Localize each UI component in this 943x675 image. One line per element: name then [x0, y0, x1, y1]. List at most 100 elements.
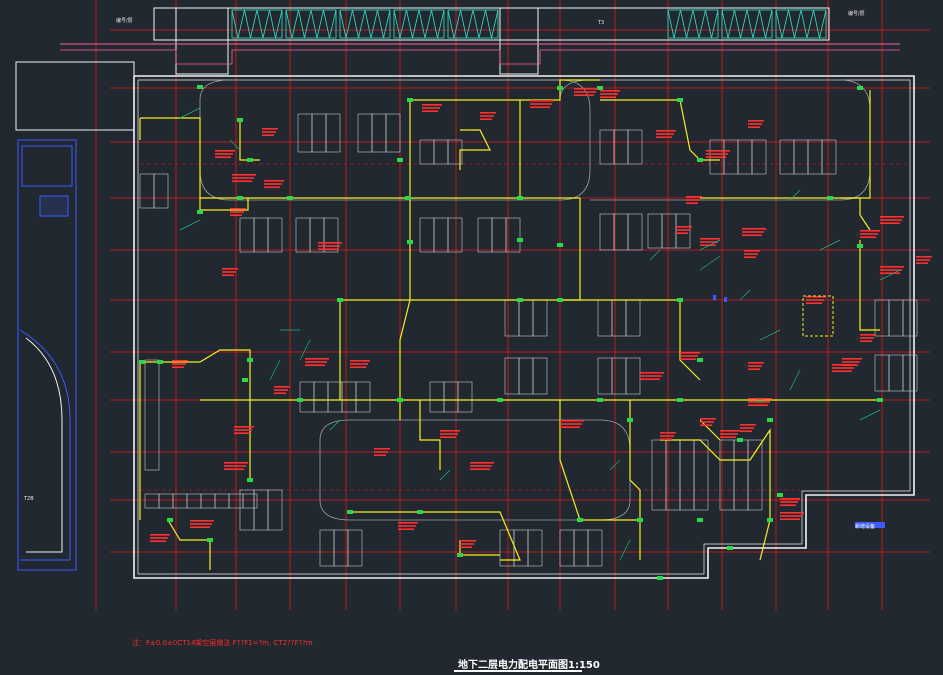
circuit-annotation — [656, 130, 676, 132]
distribution-box — [197, 210, 203, 214]
circuit-annotation — [574, 94, 594, 96]
distribution-box — [247, 358, 253, 362]
circuit-annotation — [460, 546, 472, 548]
circuit-annotation — [374, 448, 390, 450]
circuit-annotation — [806, 299, 824, 301]
circuit-annotation — [374, 454, 386, 456]
parking-stall — [139, 173, 155, 209]
parking-stall — [625, 357, 641, 395]
facade-truss — [485, 9, 499, 39]
circuit-annotation — [686, 202, 698, 204]
parking-stall — [902, 354, 918, 392]
parking-stall — [311, 113, 327, 153]
parking-stall — [627, 129, 643, 165]
distribution-box — [777, 493, 783, 497]
cable-tray — [629, 400, 641, 520]
distribution-box — [757, 398, 763, 402]
parking-stall — [751, 139, 767, 175]
parking-stall — [532, 357, 548, 395]
facade-truss — [775, 9, 789, 39]
facade-panels — [231, 9, 827, 39]
circuit-annotation — [234, 426, 254, 428]
circuit-annotation — [700, 424, 712, 426]
top-facade — [153, 7, 830, 75]
parking-stall — [144, 359, 160, 471]
parking-stall — [505, 217, 521, 253]
parking-stall — [613, 213, 629, 251]
circuit-annotation — [748, 404, 768, 406]
distribution-box — [677, 298, 683, 302]
facade-truss — [759, 9, 773, 39]
circuit-annotation — [232, 180, 252, 182]
circuit-annotation — [262, 128, 278, 130]
circuit-annotation — [262, 134, 274, 136]
circuit-annotation — [224, 468, 244, 470]
parking-stall — [532, 299, 548, 337]
circuit-annotation — [700, 421, 714, 423]
distribution-box — [287, 196, 293, 200]
circuit-annotation — [806, 296, 826, 298]
circuit-annotation — [916, 259, 930, 261]
circuit-annotation — [574, 91, 596, 93]
drawing-title: 地下二层电力配电平面图1:150 — [458, 660, 600, 671]
distribution-box — [767, 418, 773, 422]
distribution-box — [877, 398, 883, 402]
branch-lines — [179, 107, 901, 561]
distribution-box — [697, 518, 703, 522]
circuit-annotation — [318, 242, 342, 244]
circuit-annotation — [470, 468, 490, 470]
circuit-annotation — [398, 528, 414, 530]
circuit-annotations — [150, 88, 932, 548]
parking-stall — [723, 139, 739, 175]
facade-truss — [746, 9, 760, 39]
parking-stall — [679, 439, 695, 511]
circuit-annotation — [460, 543, 474, 545]
distribution-box — [397, 398, 403, 402]
distribution-box — [737, 438, 743, 442]
circuit-annotation — [230, 214, 242, 216]
branch-line — [649, 249, 661, 261]
distribution-boxes — [139, 85, 883, 580]
circuit-annotation — [680, 352, 700, 354]
circuit-annotation — [880, 266, 904, 268]
circuit-annotation — [230, 208, 246, 210]
branch-line — [759, 329, 781, 341]
facade-truss — [667, 9, 681, 39]
branch-line — [879, 269, 901, 281]
circuit-annotation — [860, 340, 872, 342]
circuit-annotation — [480, 115, 494, 117]
drawing-note: 注：F±0.0±0CT14架空层做法 F??F1=?m, CT2??F??m — [132, 639, 313, 647]
outer-walls — [133, 75, 915, 579]
facade-truss — [788, 9, 802, 39]
parking-stall — [611, 299, 627, 337]
circuit-annotation — [172, 360, 188, 362]
cable-tray — [660, 428, 771, 561]
branch-line — [819, 239, 841, 251]
parking-stall — [214, 493, 230, 509]
parking-stall — [447, 139, 463, 165]
circuit-annotation — [470, 465, 492, 467]
cable-tray — [140, 117, 249, 211]
facade-truss — [705, 9, 719, 39]
circuit-annotation — [232, 177, 254, 179]
circuit-annotation — [832, 367, 854, 369]
circuit-annotation — [706, 156, 726, 158]
parking-stall — [447, 217, 463, 253]
parking-stall — [504, 357, 520, 395]
circuit-annotation — [264, 180, 284, 182]
distribution-box — [139, 360, 145, 364]
circuit-annotation — [780, 518, 800, 520]
parking-stall — [559, 529, 575, 567]
circuit-annotation — [832, 364, 856, 366]
distribution-box — [417, 510, 423, 514]
parking-stall — [385, 113, 401, 153]
top-left-tag: 编号/层 — [116, 18, 133, 24]
distribution-box — [517, 196, 523, 200]
circuit-annotation — [680, 355, 698, 357]
blue-tag: 新增设备 — [855, 524, 876, 530]
parking-stall — [347, 529, 363, 567]
facade-truss — [256, 9, 270, 39]
circuit-annotation — [264, 183, 282, 185]
cable-tray — [200, 197, 581, 301]
parking-stall — [888, 354, 904, 392]
